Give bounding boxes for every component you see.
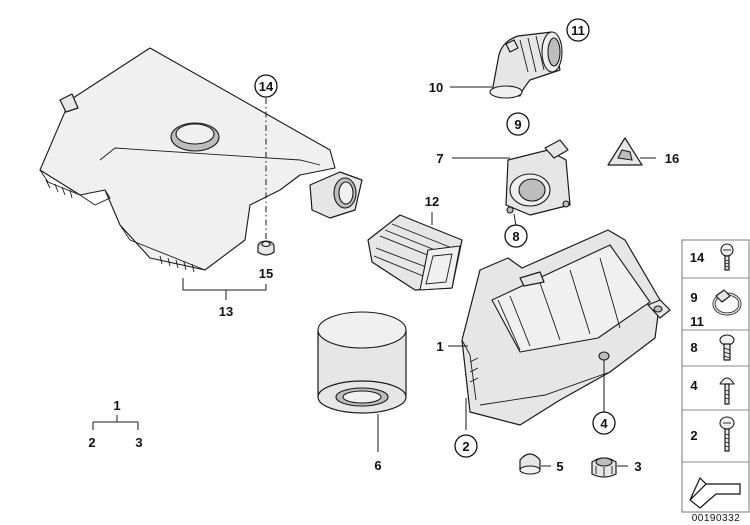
air-filter-element-part (317, 311, 407, 414)
callout-3-grommet[interactable]: 3 (634, 459, 641, 474)
intake-elbow-part (489, 31, 563, 99)
hose-clamp-icon (712, 289, 742, 316)
callout-2-circle[interactable]: 2 (454, 434, 478, 458)
legend-1[interactable]: 1 (113, 398, 120, 413)
air-filter-housing-part (461, 229, 671, 426)
panel-label-8: 8 (690, 340, 697, 355)
callout-1-housing[interactable]: 1 (436, 339, 443, 354)
warning-label-part (607, 137, 643, 166)
engine-cover-part (39, 47, 363, 273)
callout-14[interactable]: 14 (254, 74, 278, 98)
callout-16[interactable]: 16 (665, 151, 679, 166)
panel-label-11: 11 (690, 314, 704, 329)
screw-icon (719, 416, 735, 452)
screw-icon (719, 334, 735, 361)
callout-9[interactable]: 9 (506, 112, 530, 136)
callout-7[interactable]: 7 (436, 151, 443, 166)
arrow-icon (689, 476, 741, 509)
legend-assembly: 1 2 3 (88, 398, 142, 450)
callout-11[interactable]: 11 (566, 18, 590, 42)
grommet-3-part (591, 457, 617, 478)
document-number: 00190332 (692, 513, 741, 524)
callout-8[interactable]: 8 (504, 224, 528, 248)
panel-label-4: 4 (690, 378, 698, 393)
cap-5-part (519, 453, 541, 475)
svg-text:9: 9 (514, 117, 521, 132)
screw-icon (720, 243, 734, 271)
callout-15[interactable]: 15 (259, 266, 273, 281)
callout-6[interactable]: 6 (374, 458, 381, 473)
svg-text:2: 2 (462, 439, 469, 454)
panel-label-14: 14 (690, 250, 705, 265)
legend-2[interactable]: 2 (88, 435, 95, 450)
screw-icon (719, 377, 735, 405)
callout-4-circle[interactable]: 4 (592, 411, 616, 435)
panel-label-9: 9 (690, 290, 697, 305)
callout-13[interactable]: 13 (219, 304, 233, 319)
rubber-duct-part (367, 214, 463, 291)
svg-text:4: 4 (600, 416, 608, 431)
legend-3[interactable]: 3 (135, 435, 142, 450)
panel-label-2: 2 (690, 428, 697, 443)
air-mass-sensor-part (505, 139, 571, 216)
callout-12[interactable]: 12 (425, 194, 439, 209)
callout-10[interactable]: 10 (429, 80, 443, 95)
svg-text:14: 14 (259, 79, 274, 94)
grommet-15-part (257, 240, 275, 256)
callout-5[interactable]: 5 (556, 459, 563, 474)
hardware-side-panel: 14 9 11 8 4 2 (681, 239, 750, 513)
svg-text:8: 8 (512, 229, 519, 244)
svg-text:11: 11 (571, 23, 585, 38)
